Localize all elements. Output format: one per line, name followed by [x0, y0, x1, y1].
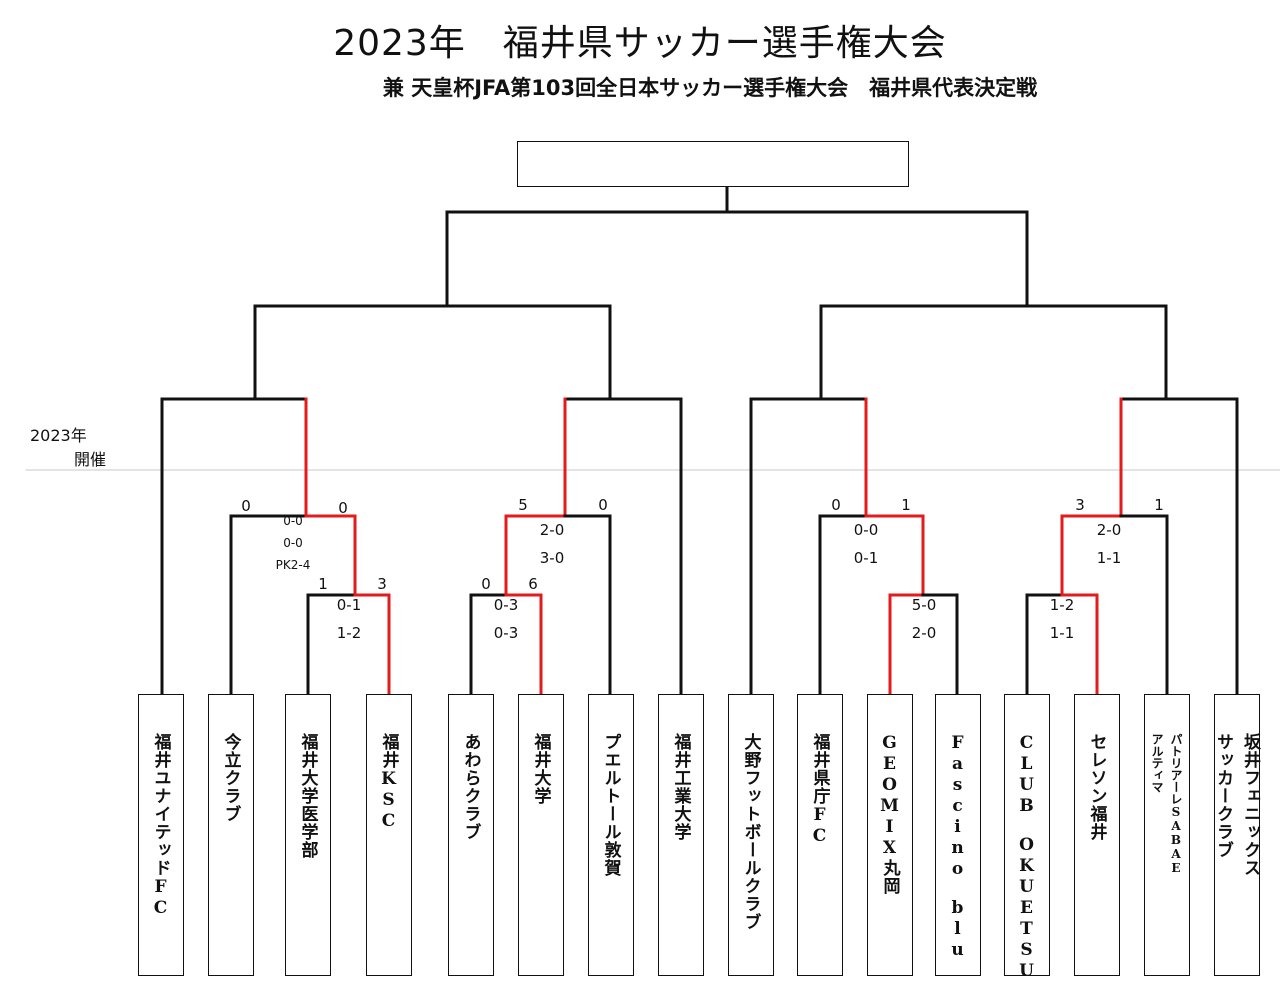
team-name: 福井工業大学 — [670, 733, 691, 841]
score-r2-2-half1: 2-0 — [539, 521, 565, 539]
score-match-c-half1: 5-0 — [911, 596, 937, 614]
team-box: セレソン福井 — [1074, 694, 1120, 976]
score-r2-2-left: 5 — [518, 496, 528, 514]
score-r2-3-half2: 0-1 — [853, 549, 879, 567]
score-r2-1-pk: PK2-4 — [275, 558, 311, 572]
score-match-a-half2: 1-2 — [336, 624, 362, 642]
era-label: 2023年 開催 — [30, 424, 106, 472]
team-name: あわらクラブ — [460, 733, 481, 841]
team-box: CLUB OKUETSU — [1004, 694, 1050, 982]
score-r2-1-half1: 0-0 — [283, 514, 303, 528]
team-box: 福井工業大学 — [658, 694, 704, 976]
team-box: Fascino blu — [935, 694, 981, 976]
team-name: アルティマ — [1150, 733, 1164, 793]
score-r2-3-half1: 0-0 — [853, 521, 879, 539]
champion-box — [517, 141, 909, 187]
team-name: 大野フットボールクラブ — [740, 733, 761, 931]
team-name: 福井ユナイテッドFC — [150, 733, 171, 919]
team-name: 福井県庁FC — [809, 733, 830, 847]
team-name: 福井大学医学部 — [297, 733, 318, 859]
team-box: 今立クラブ — [208, 694, 254, 976]
score-match-c-half2: 2-0 — [911, 624, 937, 642]
team-name: CLUB OKUETSU — [1016, 733, 1037, 982]
score-r2-2-half2: 3-0 — [539, 549, 565, 567]
team-box: GEOMIX丸岡 — [867, 694, 913, 976]
era-year: 2023年 — [30, 426, 87, 445]
team-box: 福井KSC — [366, 694, 412, 976]
team-box: パトリアーレSABAE アルティマ — [1144, 694, 1190, 976]
team-name: プエルトール敦賀 — [600, 733, 621, 877]
team-box: 福井大学医学部 — [285, 694, 331, 976]
team-box: あわらクラブ — [448, 694, 494, 976]
team-box: 福井県庁FC — [797, 694, 843, 976]
team-box: 福井大学 — [518, 694, 564, 976]
score-match-b-right: 6 — [528, 575, 538, 593]
score-match-a-left: 1 — [318, 575, 328, 593]
team-name: パトリアーレSABAE — [1169, 733, 1183, 875]
score-r2-1-left: 0 — [241, 497, 251, 515]
page-title: 2023年 福井県サッカー選手権大会 — [333, 23, 947, 64]
score-match-d-half2: 1-1 — [1049, 624, 1075, 642]
score-r2-3-right: 1 — [901, 496, 911, 514]
team-box: 大野フットボールクラブ — [728, 694, 774, 976]
score-r2-4-left: 3 — [1075, 496, 1085, 514]
team-name: Fascino blu — [947, 733, 968, 961]
team-name: GEOMIX丸岡 — [879, 733, 900, 895]
score-match-b-left: 0 — [481, 575, 491, 593]
team-box: 福井ユナイテッドFC — [138, 694, 184, 976]
score-match-a-half1: 0-1 — [336, 596, 362, 614]
score-match-b-half2: 0-3 — [493, 624, 519, 642]
team-box: プエルトール敦賀 — [588, 694, 634, 976]
team-name: サッカークラブ — [1213, 733, 1233, 859]
team-name: セレソン福井 — [1086, 733, 1107, 841]
score-r2-1-half2: 0-0 — [283, 536, 303, 550]
page-subtitle: 兼 天皇杯JFA第103回全日本サッカー選手権大会 福井県代表決定戦 — [382, 76, 1038, 100]
score-r2-1-right: 0 — [338, 499, 348, 517]
score-match-b-half1: 0-3 — [493, 596, 519, 614]
team-name: 福井KSC — [378, 733, 399, 832]
team-box: 坂井フェニックスサッカークラブ — [1213, 694, 1260, 976]
score-match-d-half1: 1-2 — [1049, 596, 1075, 614]
score-r2-3-left: 0 — [831, 496, 841, 514]
team-name: 坂井フェニックス — [1240, 733, 1260, 877]
score-r2-4-half2: 1-1 — [1096, 549, 1122, 567]
era-text: 開催 — [74, 450, 107, 469]
score-r2-4-right: 1 — [1154, 496, 1164, 514]
score-match-a-right: 3 — [377, 575, 387, 593]
team-name: 今立クラブ — [220, 733, 241, 823]
team-name: 福井大学 — [530, 733, 551, 805]
score-r2-2-right: 0 — [598, 496, 608, 514]
score-r2-4-half1: 2-0 — [1096, 521, 1122, 539]
